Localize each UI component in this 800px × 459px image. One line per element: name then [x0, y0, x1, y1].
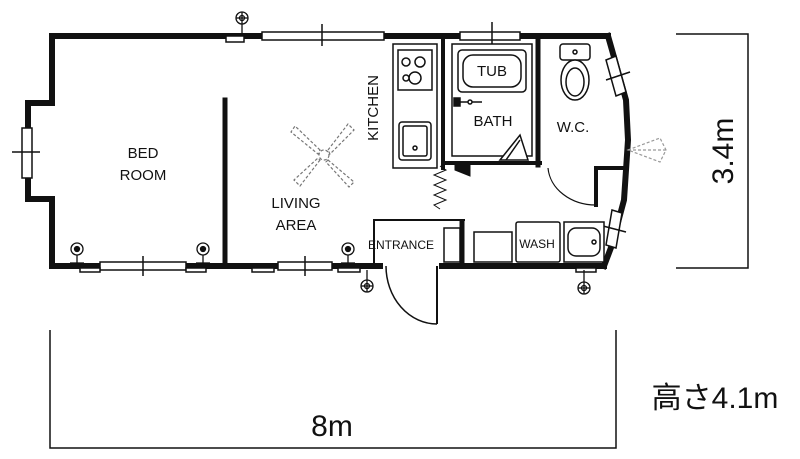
- wall-light-icon: [196, 242, 210, 264]
- bathtub-icon: [457, 49, 527, 93]
- entrance: [385, 227, 461, 325]
- bedroom-label-line2: ROOM: [120, 167, 167, 184]
- light-icon: [360, 270, 374, 293]
- bedroom-label: BED: [128, 145, 159, 162]
- height-dimension-label: 高さ4.1m: [652, 382, 779, 415]
- wall-light-icon: [70, 242, 84, 264]
- washbasin-icon: [563, 221, 605, 263]
- width-dimension-label: 8m: [311, 410, 353, 443]
- bath-label: BATH: [474, 113, 513, 130]
- wall-light-icon: [341, 242, 355, 264]
- wall-lights: [70, 242, 355, 264]
- depth-dimension-label: 3.4m: [707, 118, 740, 185]
- shower-icon: [453, 97, 482, 107]
- wash-label: WASH: [519, 237, 555, 251]
- exterior-lamp-icon: [626, 137, 667, 163]
- bathroom: [451, 43, 533, 161]
- exterior-lights: [235, 11, 591, 295]
- dimension-lines: [49, 33, 749, 449]
- light-icon: [235, 11, 249, 34]
- wc-door: [547, 167, 597, 206]
- kitchen-sink-icon: [398, 121, 432, 161]
- windows: [12, 22, 631, 276]
- wc-label: W.C.: [557, 119, 590, 136]
- living-area-label-line2: AREA: [276, 217, 317, 234]
- tub-label: TUB: [477, 63, 507, 80]
- entrance-label: ENTRANCE: [368, 238, 434, 252]
- stove-icon: [397, 49, 433, 91]
- kitchen-counter: [392, 43, 438, 169]
- living-area-label: LIVING: [271, 195, 320, 212]
- partition-spring: [432, 164, 471, 210]
- toilet-icon: [559, 43, 591, 101]
- wash-area: [473, 221, 605, 263]
- ceiling-fan-icon: [290, 123, 355, 188]
- light-icon: [577, 270, 591, 295]
- kitchen-label: KITCHEN: [365, 75, 382, 141]
